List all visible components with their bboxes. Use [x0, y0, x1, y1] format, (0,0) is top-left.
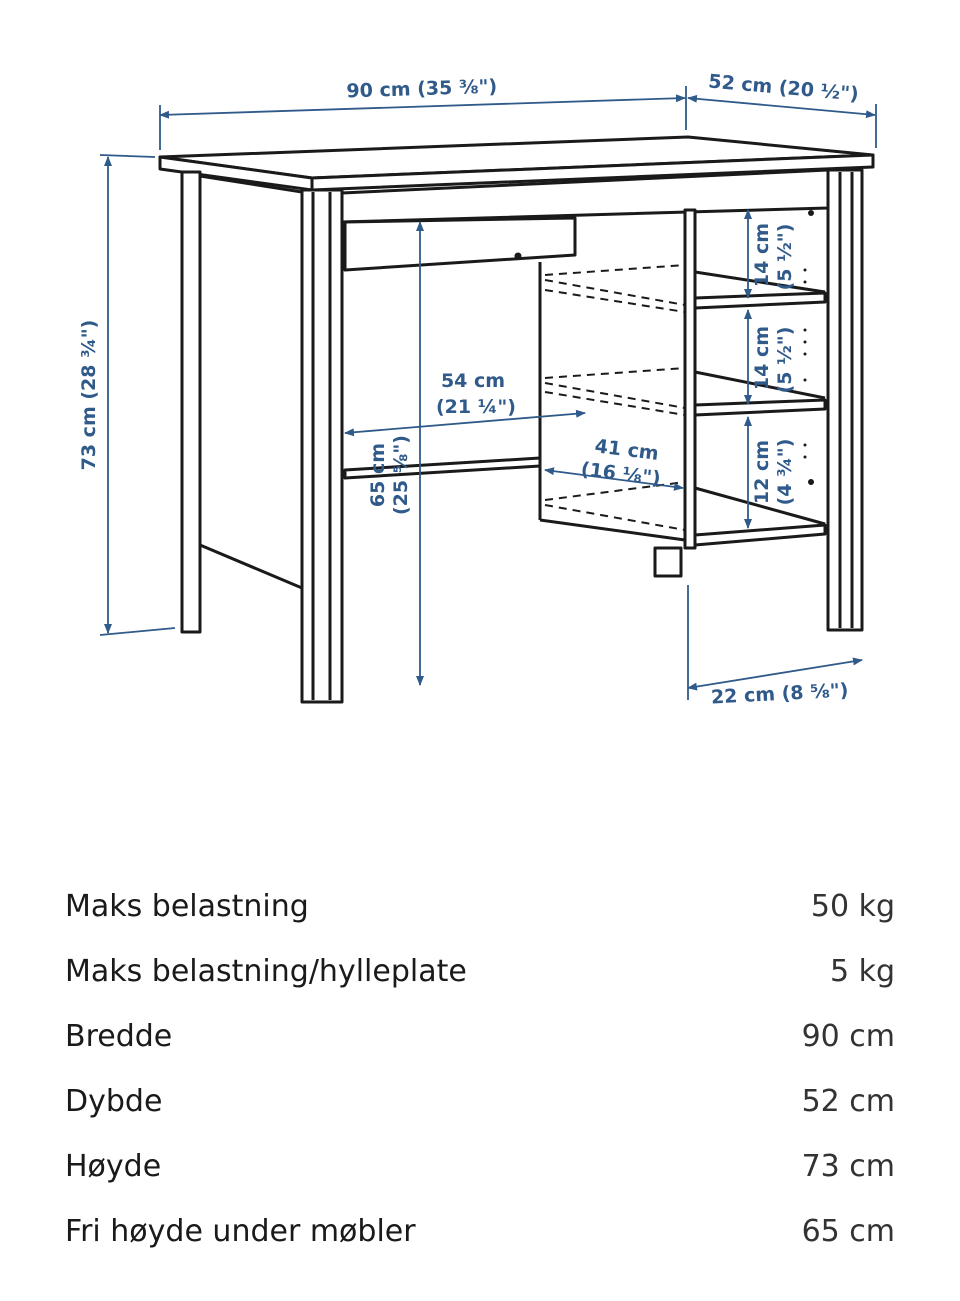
knee-width-label: 54 cm — [441, 370, 505, 392]
spec-row-depth: Dybde 52 cm — [65, 1069, 895, 1134]
spec-value: 50 kg — [810, 889, 895, 924]
spec-value: 90 cm — [801, 1019, 895, 1054]
spec-row-clearance: Fri høyde under møbler 65 cm — [65, 1199, 895, 1264]
knee-height-label: 65 cm — [367, 443, 389, 507]
desk-dimension-diagram: 90 cm (35 ⅜") 52 cm (20 ½") 73 cm (28 ¾"… — [78, 70, 877, 709]
spec-row-max-load-shelf: Maks belastning/hylleplate 5 kg — [65, 939, 895, 1004]
shelf-1-height-label-inch: (5 ½") — [774, 224, 796, 291]
spec-value: 52 cm — [801, 1084, 895, 1119]
shelf-2-height-label-inch: (5 ½") — [774, 327, 796, 394]
spec-label: Høyde — [65, 1149, 162, 1184]
spec-label: Bredde — [65, 1019, 173, 1054]
shelf-pin-holes — [803, 210, 814, 485]
hidden-shelf-lines — [544, 264, 686, 531]
shelf-depth-label: 22 cm (8 ⅝") — [710, 679, 848, 708]
shelf-3-height-label: 12 cm — [751, 440, 773, 504]
spec-label: Dybde — [65, 1084, 163, 1119]
depth-label: 52 cm (20 ½") — [707, 70, 859, 105]
spec-row-width: Bredde 90 cm — [65, 1004, 895, 1069]
shelf-3-height-label-inch: (4 ¾") — [774, 439, 796, 506]
width-label: 90 cm (35 ⅜") — [346, 76, 497, 103]
spec-label: Fri høyde under møbler — [65, 1214, 416, 1249]
spec-value: 73 cm — [801, 1149, 895, 1184]
shelf-2-height-label: 14 cm — [751, 326, 773, 390]
shelf-1-height-label: 14 cm — [751, 223, 773, 287]
spec-value: 65 cm — [801, 1214, 895, 1249]
desk-outline — [158, 135, 875, 704]
spec-table: Maks belastning 50 kg Maks belastning/hy… — [65, 874, 895, 1264]
spec-value: 5 kg — [829, 954, 895, 989]
spec-row-max-load: Maks belastning 50 kg — [65, 874, 895, 939]
knee-width-label-inch: (21 ¼") — [436, 396, 516, 418]
dimension-lines — [99, 86, 877, 700]
height-label: 73 cm (28 ¾") — [78, 320, 100, 471]
spec-label: Maks belastning/hylleplate — [65, 954, 467, 989]
spec-row-height: Høyde 73 cm — [65, 1134, 895, 1199]
knee-height-label-inch: (25 ⅝") — [390, 435, 412, 515]
desk-drawing: 90 cm (35 ⅜") 52 cm (20 ½") 73 cm (28 ¾"… — [78, 70, 877, 709]
spec-label: Maks belastning — [65, 889, 309, 924]
